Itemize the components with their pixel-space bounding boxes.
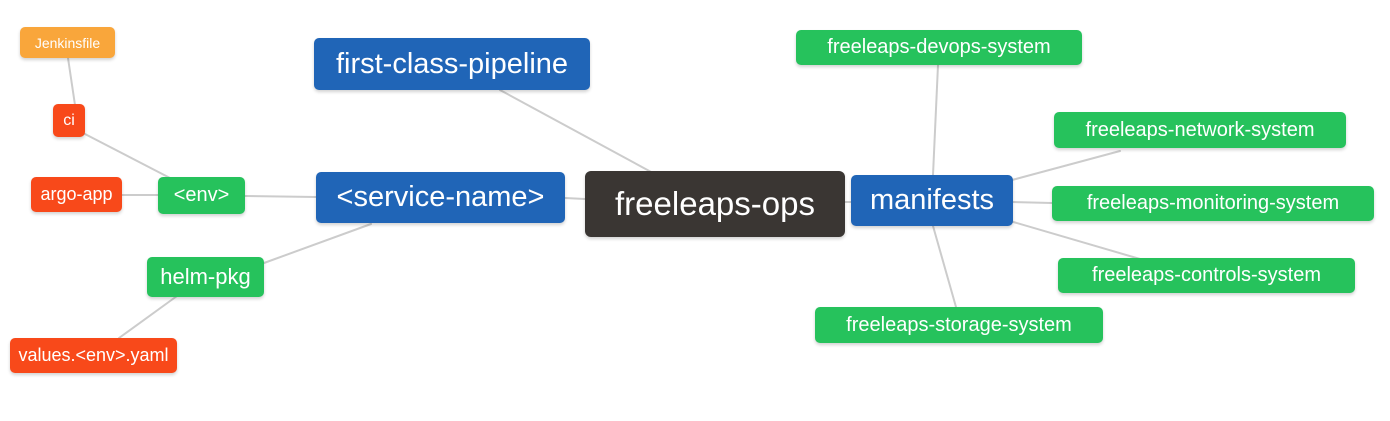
node-env[interactable]: <env>: [158, 177, 245, 214]
node-first-class-pipeline[interactable]: first-class-pipeline: [314, 38, 590, 90]
edge-env-service-name: [244, 195, 317, 198]
edge-helm-pkg-service-name: [263, 223, 372, 264]
edge-service-name-ops: [564, 197, 586, 200]
edge-jenkinsfile-ci: [67, 57, 76, 106]
node-freeleaps-devops-system[interactable]: freeleaps-devops-system: [796, 30, 1082, 65]
edge-manifests-monitoring: [1011, 201, 1053, 204]
edge-values-helm-pkg: [118, 295, 178, 339]
edge-pipeline-ops: [499, 89, 654, 174]
node-freeleaps-ops-root[interactable]: freeleaps-ops: [585, 171, 845, 237]
edge-manifests-controls: [1009, 220, 1141, 260]
edge-manifests-network: [1011, 150, 1121, 181]
edge-manifests-storage: [932, 225, 957, 308]
node-jenkinsfile[interactable]: Jenkinsfile: [20, 27, 115, 58]
node-values-env-yaml[interactable]: values.<env>.yaml: [10, 338, 177, 373]
node-freeleaps-storage-system[interactable]: freeleaps-storage-system: [815, 307, 1103, 343]
node-freeleaps-monitoring-system[interactable]: freeleaps-monitoring-system: [1052, 186, 1374, 221]
node-argo-app[interactable]: argo-app: [31, 177, 122, 212]
edge-manifests-devops: [932, 64, 939, 176]
node-freeleaps-controls-system[interactable]: freeleaps-controls-system: [1058, 258, 1355, 293]
node-freeleaps-network-system[interactable]: freeleaps-network-system: [1054, 112, 1346, 148]
node-manifests[interactable]: manifests: [851, 175, 1013, 226]
edge-ci-env: [82, 132, 171, 179]
node-helm-pkg[interactable]: helm-pkg: [147, 257, 264, 297]
node-ci[interactable]: ci: [53, 104, 85, 137]
node-service-name[interactable]: <service-name>: [316, 172, 565, 223]
